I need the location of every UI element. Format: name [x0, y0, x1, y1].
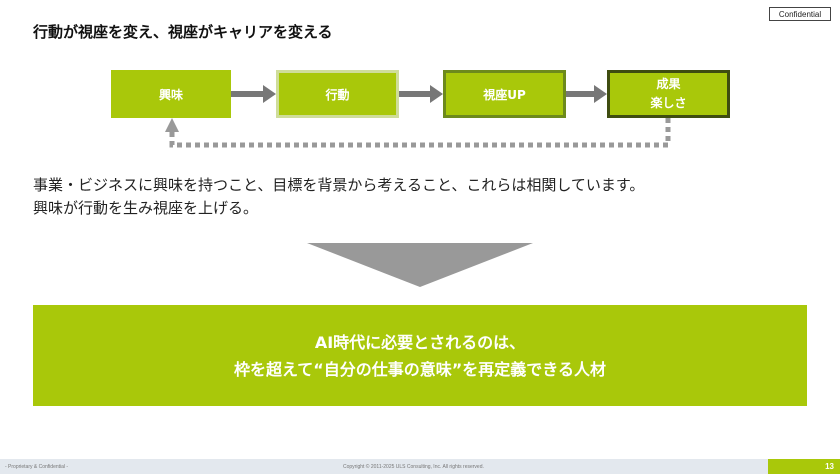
confidential-badge: Confidential: [769, 7, 831, 21]
arrow-2-head: [430, 85, 443, 103]
body-line-1: 事業・ビジネスに興味を持つこと、目標を背景から考えること、これらは相関しています…: [33, 176, 645, 194]
slide-title: 行動が視座を変え、視座がキャリアを変える: [33, 23, 333, 41]
banner-line-1: AI時代に必要とされるのは、: [314, 332, 526, 352]
flow-step-interest: 興味: [111, 70, 231, 118]
body-text: 事業・ビジネスに興味を持つこと、目標を背景から考えること、これらは相関しています…: [33, 174, 644, 220]
arrow-1-head: [263, 85, 276, 103]
footer-confidential: - Proprietary & Confidential -: [5, 464, 69, 470]
down-arrow-icon: [307, 243, 533, 287]
footer-bar: - Proprietary & Confidential - Copyright…: [0, 459, 840, 474]
flow-step-label: 行動: [325, 87, 350, 102]
flow-step-label-line1: 成果: [656, 77, 681, 91]
arrow-3-shaft: [566, 91, 596, 97]
arrow-3-head: [594, 85, 607, 103]
banner-line-2: 枠を超えて“自分の仕事の意味”を再定義できる人材: [234, 359, 606, 379]
flow-step-results-fun: 成果 楽しさ: [607, 70, 730, 118]
flow-step-perspective-up: 視座UP: [443, 70, 566, 118]
feedback-loop-arrowhead: [165, 118, 179, 132]
flow-step-label: 興味: [158, 87, 183, 102]
footer-copyright: Copyright © 2011-2025 ULS Consulting, In…: [343, 464, 484, 470]
arrow-1-shaft: [231, 91, 265, 97]
flow-step-label-line2: 楽しさ: [650, 96, 687, 110]
flow-step-action: 行動: [276, 70, 399, 118]
page-number: 13: [768, 459, 840, 474]
flow-step-label: 視座UP: [483, 87, 526, 102]
body-line-2: 興味が行動を生み視座を上げる。: [33, 199, 259, 217]
conclusion-banner: AI時代に必要とされるのは、 枠を超えて“自分の仕事の意味”を再定義できる人材: [33, 305, 807, 406]
arrow-2-shaft: [399, 91, 432, 97]
feedback-loop-dotted: [169, 118, 671, 148]
